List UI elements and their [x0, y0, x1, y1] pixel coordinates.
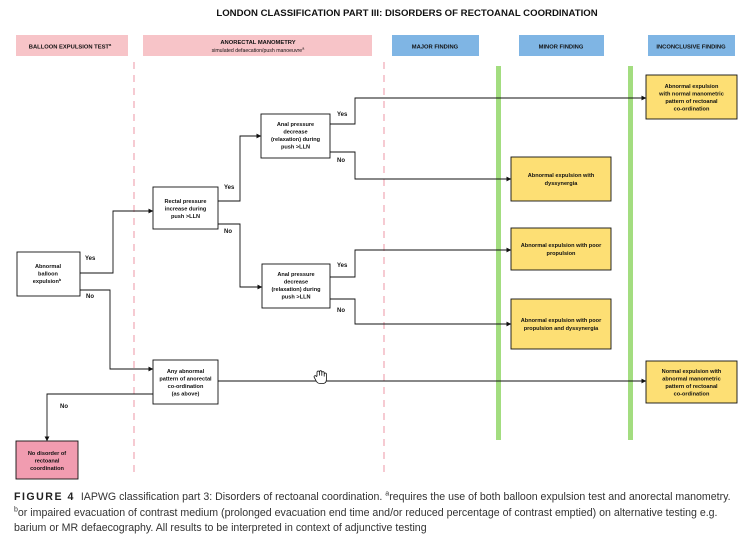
label-yes-anal-bottom: Yes: [337, 263, 348, 269]
label-yes-balloon: Yes: [85, 256, 96, 262]
balloon-header-bg: [16, 35, 128, 56]
connector-anal-top-no: [330, 151, 512, 182]
caption-part-3: or impaired evacuation of contrast mediu…: [14, 506, 718, 535]
major-header-bg: [392, 35, 479, 56]
caption-sup-a: a: [385, 490, 390, 498]
inconclusive-header-bg: [648, 35, 735, 56]
green-bar-minor: [496, 66, 501, 440]
hand-cursor-icon: [313, 370, 327, 384]
caption-part-1: IAPWG classification part 3: Disorders o…: [80, 491, 383, 503]
connector-balloon-yes: [80, 208, 154, 274]
connector-anal-bottom-no: [330, 298, 512, 327]
connector-anal-bottom-yes: [330, 247, 512, 278]
label-no-anal-bottom: No: [337, 308, 345, 314]
inconclusive-header: INCONCLUSIVE FINDING: [656, 45, 726, 51]
minor-header: MINOR FINDING: [539, 45, 584, 51]
label-no-balloon: No: [86, 294, 94, 300]
connector-any-abnormal-no: [44, 393, 153, 442]
label-no-anal-top: No: [337, 158, 345, 164]
major-header: MAJOR FINDING: [412, 45, 459, 51]
manometry-header: ANORECTAL MANOMETRY: [220, 40, 295, 46]
label-no-rectal: No: [224, 229, 232, 235]
label-yes-anal-top: Yes: [337, 112, 348, 118]
connector-anal-top-yes: [330, 95, 647, 125]
label-yes-rectal: Yes: [224, 185, 235, 191]
balloon-header: BALLOON EXPULSION TESTa: [29, 42, 112, 51]
manometry-header-bg: [143, 35, 372, 56]
caption-sup-b: b: [14, 505, 18, 513]
manometry-subheader: simulated defaecation/push manoeuvrea: [212, 46, 306, 55]
figure-label: FIGURE 4: [14, 491, 75, 503]
label-no-any-abnormal: No: [60, 404, 68, 410]
figure-caption: FIGURE 4 IAPWG classification part 3: Dis…: [14, 490, 738, 537]
diagram-title: LONDON CLASSIFICATION PART III: DISORDER…: [216, 8, 597, 19]
minor-header-bg: [519, 35, 604, 56]
connector-rectal-no: [218, 223, 263, 290]
connector-rectal-yes: [218, 133, 262, 202]
caption-part-2: requires the use of both balloon expulsi…: [389, 491, 731, 503]
connector-balloon-no: [80, 289, 154, 372]
green-bar-inconclusive: [628, 66, 633, 440]
